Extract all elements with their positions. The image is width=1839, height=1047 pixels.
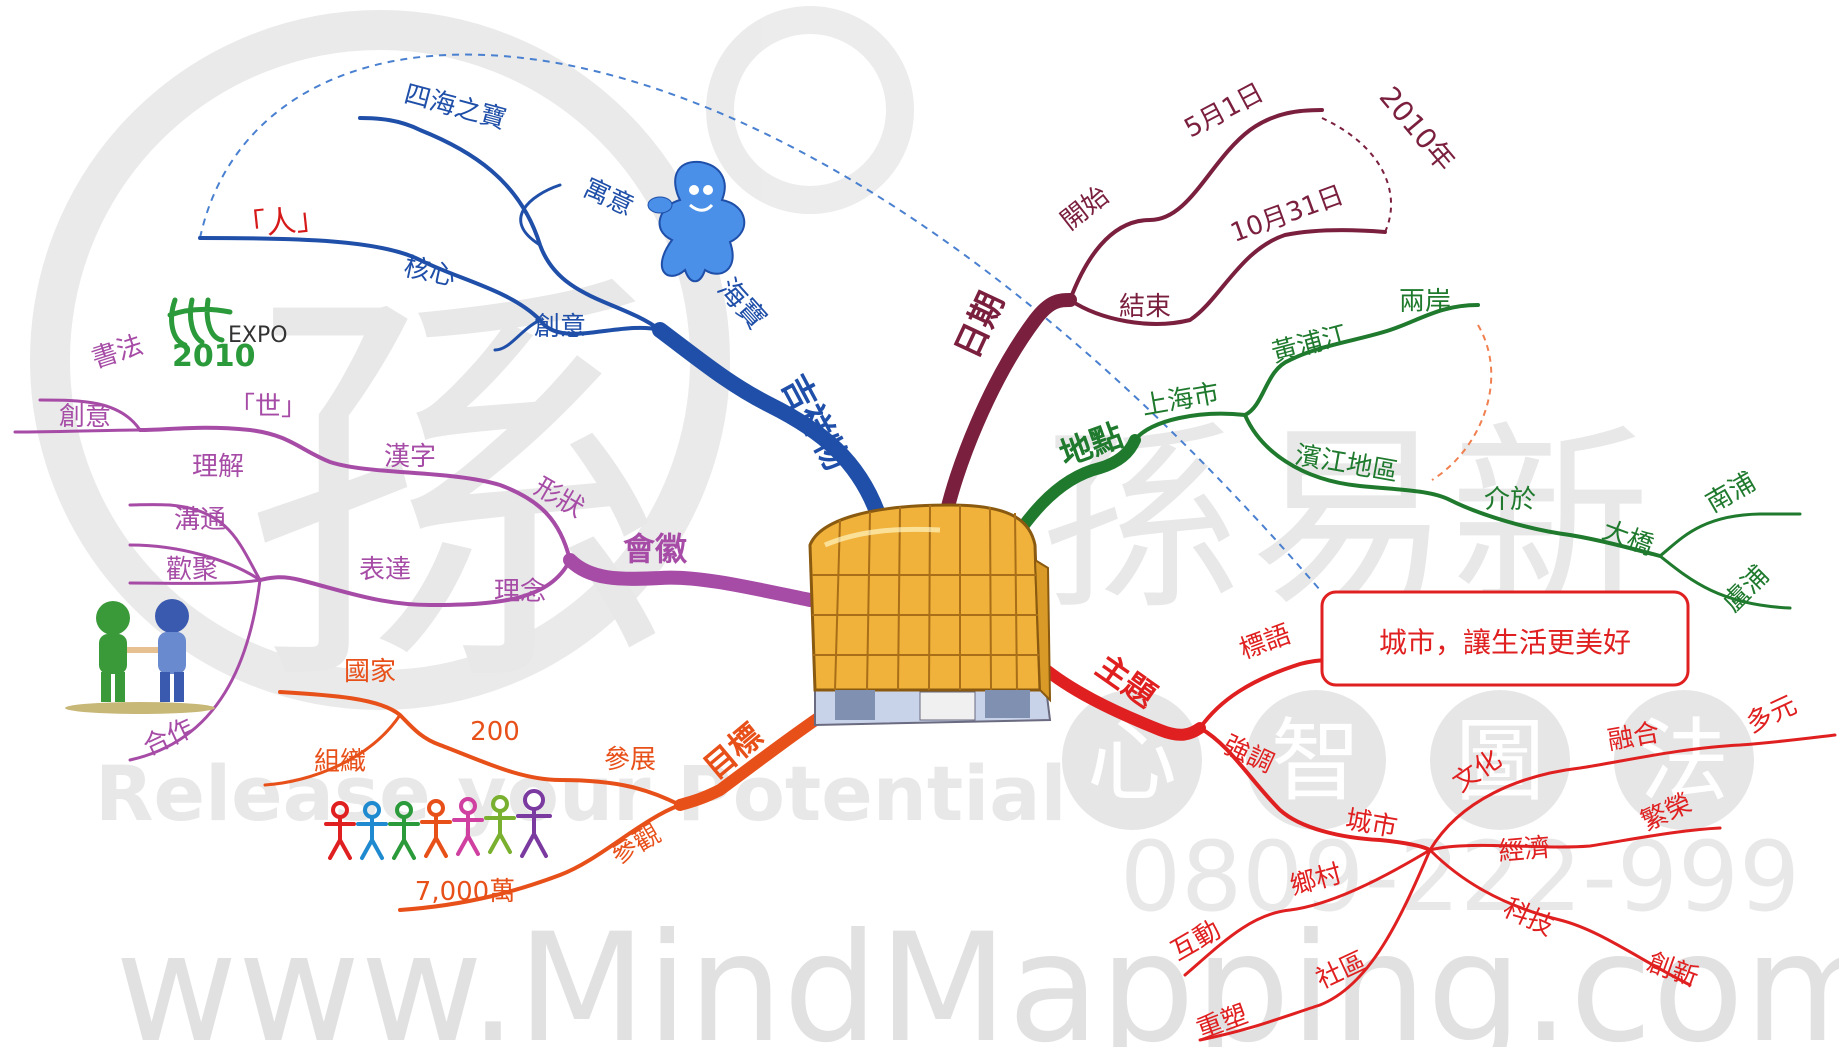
watermark-url: www.MindMapping.com.tw <box>115 902 1839 1047</box>
mascot-label: 吉祥物 <box>773 368 856 477</box>
connector-year <box>1321 117 1392 233</box>
mascot-person: 「人」 <box>234 200 327 244</box>
emblem-express: 表達 <box>359 555 411 585</box>
goal-count: 200 <box>470 717 520 747</box>
branch-emblem <box>13 398 817 762</box>
goal-organizations: 組織 <box>314 747 366 777</box>
goal-countries: 國家 <box>344 657 396 687</box>
place-river: 黃浦江 <box>1268 320 1351 369</box>
emblem-gather: 歡聚 <box>166 555 218 585</box>
watermark-method-badges: 心 智 圖 法 <box>1062 690 1754 830</box>
emblem-shi: 「世」 <box>229 392 307 422</box>
expo-logo-text: EXPO <box>228 323 288 348</box>
date-start-date: 5月1日 <box>1180 78 1269 144</box>
theme-slogan-label: 標語 <box>1236 619 1295 665</box>
date-start: 開始 <box>1055 181 1114 237</box>
date-end: 結束 <box>1119 292 1171 322</box>
emblem-calligraphy: 書法 <box>88 330 147 375</box>
theme-economy: 經濟 <box>1497 833 1551 867</box>
watermark-method-2: 智 <box>1271 709 1361 814</box>
place-banks: 兩岸 <box>1399 287 1451 317</box>
watermark-slogan: Release your Potential <box>95 749 1067 838</box>
emblem-creativity: 創意 <box>59 402 111 432</box>
emblem-communicate: 溝通 <box>174 505 226 535</box>
watermark-method-3: 圖 <box>1455 709 1545 814</box>
watermark-initial: 孫 <box>240 242 670 742</box>
place-nanpu: 南浦 <box>1701 467 1761 519</box>
expo-logo-year: 2010 <box>172 339 256 374</box>
goal-exhibit: 參展 <box>604 745 656 775</box>
branch-goal <box>263 690 836 912</box>
watermark-method-4: 法 <box>1639 709 1729 814</box>
date-label: 日期 <box>948 286 1013 365</box>
haibao-mascot-image <box>647 160 746 283</box>
date-end-date: 10月31日 <box>1227 180 1348 249</box>
emblem-label: 會徽 <box>623 530 688 568</box>
expo-logo: EXPO 2010 <box>167 297 288 374</box>
goal-visitors: 7,000萬 <box>415 877 515 907</box>
cooperation-figures-image <box>65 599 215 714</box>
theme-slogan-box <box>1320 590 1690 687</box>
emblem-understand: 理解 <box>192 452 244 482</box>
branch-mascot <box>198 116 888 528</box>
place-between: 介於 <box>1484 485 1536 515</box>
connector-person-to-slogan <box>199 53 1321 591</box>
mascot-creativity: 創意 <box>534 312 586 342</box>
emblem-hanzi: 漢字 <box>384 442 436 472</box>
place-lupu: 盧浦 <box>1717 560 1775 618</box>
mascot-meaning: 寓意 <box>578 173 638 222</box>
emblem-concept: 理念 <box>494 577 546 607</box>
theme-diversity: 多元 <box>1742 690 1802 739</box>
branch-date <box>938 108 1387 527</box>
connector-banks-area <box>1431 324 1493 481</box>
visitors-figures-image <box>324 789 552 860</box>
central-pavilion-image <box>808 503 1052 727</box>
watermark-brand-1: 孫 <box>1040 405 1240 638</box>
theme-slogan: 城市，讓生活更美好 <box>1379 626 1631 659</box>
date-year: 2010年 <box>1373 80 1462 177</box>
